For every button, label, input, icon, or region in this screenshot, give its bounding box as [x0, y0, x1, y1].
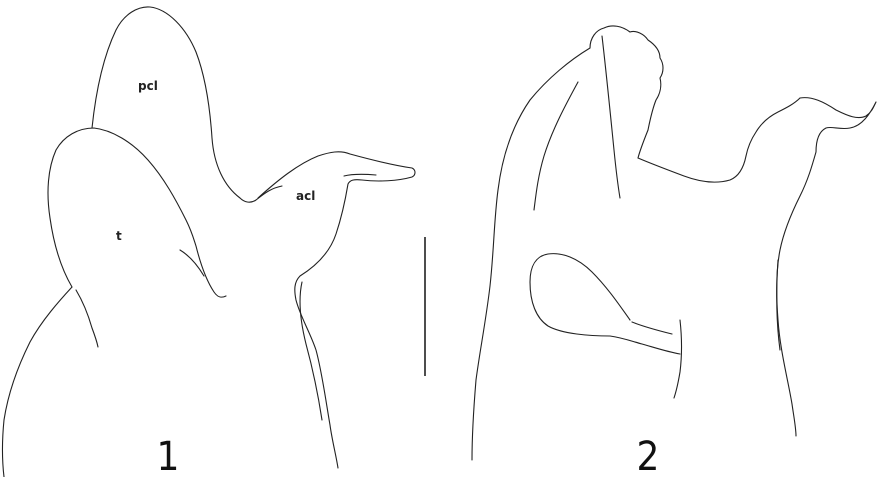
label-acl: acl [296, 189, 315, 203]
fig2-hooked-lobe [777, 98, 876, 436]
posterior-lobe-outline [92, 7, 282, 202]
figure-2-number: 2 [637, 434, 660, 477]
figure-2-drawing [472, 26, 876, 460]
fig2-connector [638, 98, 800, 182]
body-inner-fold [76, 290, 98, 347]
fig2-upper-lobe-spine [602, 36, 620, 198]
anterior-lobe-outline [258, 152, 415, 468]
body-left-outline [3, 287, 73, 477]
anterior-lobe-tip [344, 174, 376, 176]
label-t: t [116, 229, 122, 243]
fig2-upper-lobe-inner [534, 82, 578, 210]
body-right-outline [300, 282, 322, 420]
figure-1-drawing [3, 7, 416, 477]
fig2-upper-lobe-outline [590, 26, 663, 158]
fig2-lower-lobe-fold [632, 322, 672, 334]
label-pcl: pcl [138, 79, 158, 93]
fig2-left-outline [472, 48, 590, 460]
terminal-lobe-outline [48, 128, 226, 297]
fig2-lower-lobe [530, 254, 680, 354]
figure-1-number: 1 [157, 434, 180, 477]
fig2-lower-right-line [674, 320, 682, 398]
